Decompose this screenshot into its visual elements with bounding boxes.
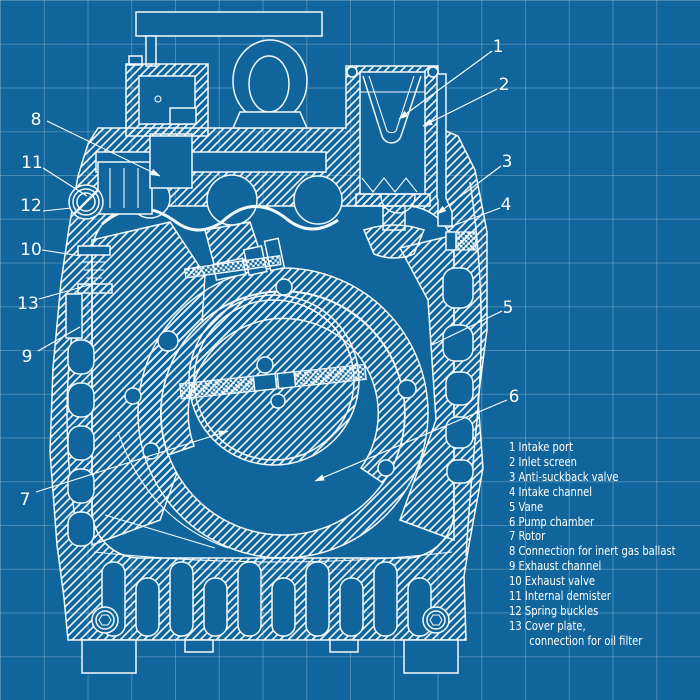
gas-ballast-connection bbox=[125, 55, 209, 137]
exhaust-valve bbox=[77, 245, 113, 294]
cooling-fins bbox=[101, 561, 432, 637]
legend-line-8: 8 Connection for inert gas ballast bbox=[509, 544, 676, 560]
leader-4 bbox=[446, 207, 501, 229]
legend: 1 Intake port 2 Inlet screen 3 Anti-suck… bbox=[509, 440, 676, 650]
callout-6: 6 bbox=[509, 387, 520, 407]
callout-4: 4 bbox=[501, 195, 512, 215]
bolt-hole bbox=[157, 330, 179, 352]
legend-line-7: 7 Rotor bbox=[509, 529, 546, 545]
bolt-hole bbox=[377, 459, 395, 477]
legend-line-13b: connection for oil filter bbox=[529, 633, 643, 649]
leader-5 bbox=[431, 310, 503, 346]
leader-lines bbox=[35, 50, 508, 493]
intake-port bbox=[346, 66, 439, 195]
callout-2: 2 bbox=[499, 75, 510, 95]
legend-line-11: 11 Internal demister bbox=[509, 589, 611, 605]
callout-9: 9 bbox=[22, 347, 33, 367]
exhaust-fins bbox=[67, 339, 95, 547]
legend-line-3: 3 Anti-suckback valve bbox=[509, 469, 619, 485]
right-fins bbox=[442, 267, 474, 484]
leader-6 bbox=[314, 399, 508, 482]
leader-3 bbox=[436, 165, 502, 215]
legend-line-12: 12 Spring buckles bbox=[509, 603, 599, 619]
inlet-screen bbox=[362, 75, 422, 144]
vane bbox=[179, 363, 367, 400]
legend-line-10: 10 Exhaust valve bbox=[509, 574, 595, 590]
legend-line-5: 5 Vane bbox=[509, 499, 544, 515]
seal-scallop bbox=[293, 175, 343, 225]
valve-ball bbox=[275, 278, 293, 296]
callout-10: 10 bbox=[20, 240, 42, 260]
callout-7: 7 bbox=[20, 490, 31, 510]
corner-bolt bbox=[91, 606, 119, 634]
legend-line-2: 2 Inlet screen bbox=[509, 454, 577, 470]
legend-line-6: 6 Pump chamber bbox=[509, 514, 595, 530]
intake-channel bbox=[436, 73, 477, 251]
lifting-ring bbox=[231, 39, 309, 129]
callout-8: 8 bbox=[31, 110, 42, 130]
exhaust-channel bbox=[65, 293, 83, 339]
rotor-hole bbox=[256, 356, 274, 374]
right-shell-curve bbox=[465, 181, 482, 557]
callout-5: 5 bbox=[503, 298, 514, 318]
bolt-hole bbox=[397, 379, 417, 399]
rotor-hole bbox=[270, 393, 286, 409]
ballast-passage bbox=[149, 133, 193, 189]
callout-numbers: 1 2 3 4 5 6 7 8 9 10 11 12 13 bbox=[17, 37, 519, 510]
mounting-feet bbox=[81, 639, 459, 674]
internal-demister bbox=[97, 161, 153, 215]
legend-line-13: 13 Cover plate, bbox=[509, 618, 586, 634]
bolt-hole bbox=[142, 442, 160, 460]
callout-13: 13 bbox=[17, 294, 39, 314]
leader-7 bbox=[35, 430, 229, 493]
leader-9 bbox=[37, 326, 81, 352]
anti-suckback-valve bbox=[355, 177, 431, 259]
callout-11: 11 bbox=[21, 153, 43, 173]
leader-8 bbox=[46, 120, 161, 177]
seal-scallop bbox=[206, 174, 258, 226]
callout-12: 12 bbox=[20, 196, 42, 216]
corner-bolt bbox=[422, 606, 450, 634]
leader-12 bbox=[42, 207, 72, 212]
legend-line-1: 1 Intake port bbox=[509, 440, 574, 455]
legend-line-9: 9 Exhaust channel bbox=[509, 559, 602, 575]
leader-1 bbox=[398, 50, 493, 120]
sump-line bbox=[93, 551, 453, 563]
leader-13 bbox=[38, 282, 97, 300]
leader-2 bbox=[422, 88, 498, 127]
oil-line-strip bbox=[183, 254, 282, 279]
callout-1: 1 bbox=[493, 37, 504, 57]
legend-line-4: 4 Intake channel bbox=[509, 484, 593, 500]
sump-detail bbox=[104, 431, 229, 549]
leader-11 bbox=[42, 167, 88, 197]
bolt-hole bbox=[124, 387, 142, 405]
callout-3: 3 bbox=[502, 152, 513, 172]
leader-10 bbox=[41, 249, 82, 257]
spring-buckle bbox=[68, 184, 104, 220]
handle bbox=[135, 11, 323, 67]
pump-drawing bbox=[49, 11, 488, 674]
